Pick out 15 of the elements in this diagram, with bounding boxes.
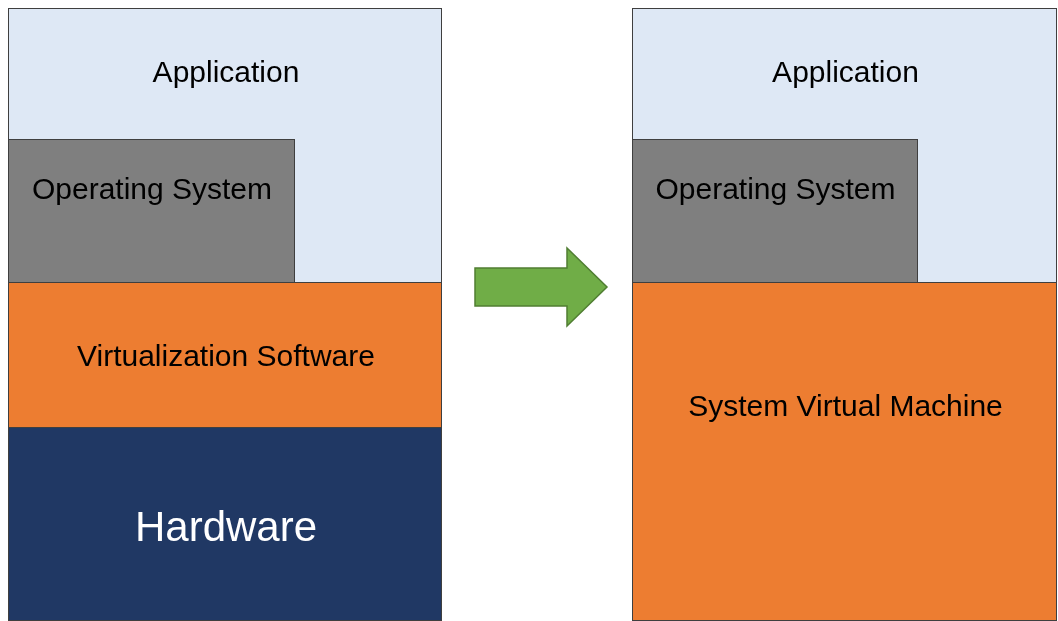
layer-box: [632, 282, 1057, 621]
layer-label: Application: [152, 54, 300, 90]
layer-label: Operating System: [655, 171, 896, 207]
layer-box: [632, 8, 1057, 283]
arrow: [474, 246, 609, 328]
layer-label: Hardware: [134, 504, 318, 550]
layer-box: [632, 139, 918, 284]
layer-box: [8, 427, 442, 621]
layer-box: [8, 282, 442, 428]
layer-label: Application: [772, 54, 919, 90]
layer-label: System Virtual Machine: [688, 388, 1003, 424]
layer-label: Operating System: [31, 171, 273, 207]
layer-box: [8, 8, 442, 283]
layer-label: Virtualization Software: [77, 338, 375, 374]
layer-box: [8, 139, 295, 284]
